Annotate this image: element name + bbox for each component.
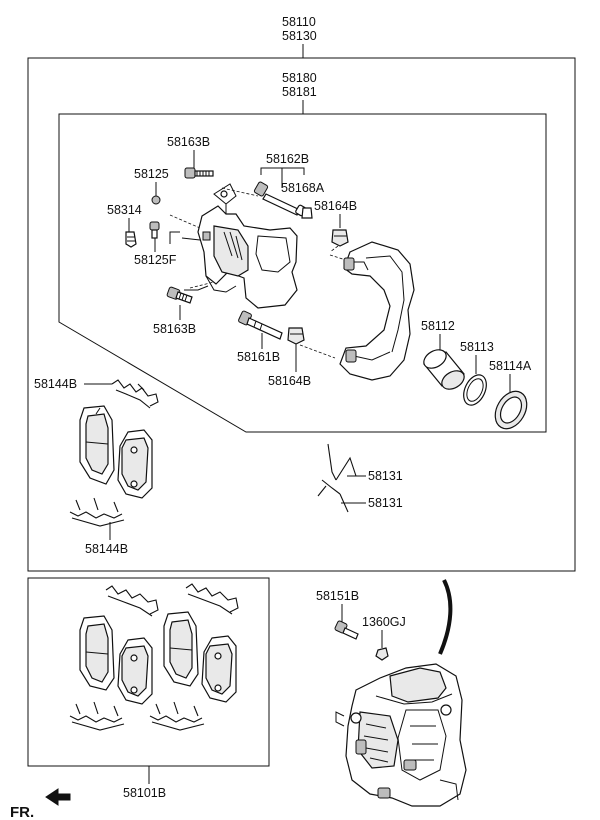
label-58163B-top: 58163B [167,135,210,149]
front-direction-arrow-icon [45,788,71,806]
label-58164B-top: 58164B [314,199,357,213]
piston-58112 [423,349,465,390]
label-58131-a: 58131 [368,469,403,483]
caliper-inner-frame [58,113,547,433]
brake-pad-outer [117,429,153,499]
label-58113: 58113 [460,340,494,354]
guide-pin-58162B [253,181,307,217]
boot-58164B-upper [331,229,349,247]
label-58114A: 58114A [489,359,532,373]
label-58101B: 58101B [123,786,166,800]
label-58161B: 58161B [237,350,280,364]
bushing-58168A [301,207,313,219]
label-58130: 58130 [282,29,317,43]
label-1360GJ: 1360GJ [362,615,406,629]
pad-kit-clip-upper-left [105,585,159,617]
bleeder-screw-58314 [125,231,137,248]
bolt-58151B [334,620,359,640]
piston-seal-58113 [463,374,487,406]
pad-kit-pad-inner-right [163,611,199,687]
brake-hose-line [438,579,453,655]
guide-bolt-58163B-upper [184,167,214,179]
dust-boot-58114A [494,390,528,430]
nipple-cap-1360GJ [375,647,389,661]
assembled-caliper [335,663,467,807]
wear-indicator-58131-b [317,479,349,513]
guide-bolt-58163B-lower [166,286,193,304]
wear-indicator-58131-a [327,443,357,481]
brake-pad-inner [79,405,115,485]
caliper-body [169,183,298,309]
pad-kit-clip-upper-right [185,583,239,615]
label-58314: 58314 [107,203,142,217]
label-58151B: 58151B [316,589,359,603]
label-58125: 58125 [134,167,169,181]
pad-kit-clip-lower-right [149,701,205,731]
label-58112: 58112 [421,319,455,333]
front-direction-label: FR. [10,804,34,820]
caliper-carrier [339,241,415,381]
label-58144B-bot: 58144B [85,542,128,556]
bleeder-cap-58125 [151,195,161,205]
label-58125F: 58125F [134,253,177,267]
assembly-outer-frame [27,57,576,572]
label-58162B: 58162B [266,152,309,166]
label-58168A: 58168A [281,181,325,195]
label-58110: 58110 [282,15,316,29]
boot-58164B-lower [287,327,305,345]
label-58180: 58180 [282,71,317,85]
label-58164B-bot: 58164B [268,374,311,388]
pad-kit-pad-outer-left [117,637,153,705]
anti-rattle-clip-58144B-upper [111,379,159,409]
label-58144B-top: 58144B [34,377,77,391]
pad-kit-clip-lower-left [69,701,125,731]
guide-pin-58161B [238,310,283,340]
screw-58125F [149,221,160,239]
pad-kit-pad-outer-right [201,635,237,703]
label-58181: 58181 [282,85,317,99]
anti-rattle-clip-58144B-lower [69,497,125,527]
front-direction-indicator: FR. [10,788,71,820]
pad-kit-pad-inner-left [79,615,115,691]
label-58131-b: 58131 [368,496,403,510]
label-58163B-bot: 58163B [153,322,196,336]
